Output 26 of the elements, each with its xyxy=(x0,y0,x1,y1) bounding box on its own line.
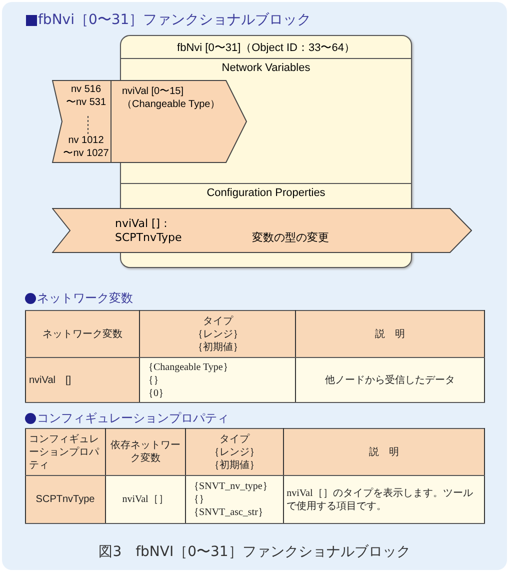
arrow-label: 変数の型の変更 xyxy=(252,231,330,245)
table-cell: nviVal［］のタイプを表示します。ツールで使用する項目です。 xyxy=(283,476,484,524)
arrow-label: nviVal [] : SCPTnvType xyxy=(115,217,183,245)
figure-caption: 図3 fbNVI［0〜31］ファンクショナルブロック xyxy=(98,543,412,561)
table-header-cell: タイプ｛レンジ｝｛初期値｝ xyxy=(140,310,296,358)
section-heading: Configuration Properties xyxy=(206,187,326,199)
section-heading: Network Variables xyxy=(220,62,312,74)
table-header-cell: コンフィギュレーションプロパティ xyxy=(26,428,106,476)
block-title: fbNvi [0〜31]（Object ID：33〜64） xyxy=(176,41,356,55)
section-title: ネットワーク変数 xyxy=(37,290,133,307)
diagram-title: fbNvi［0〜31］ファンクショナルブロック xyxy=(38,11,312,29)
table-cell: nviVal [] xyxy=(26,358,140,402)
table-header-cell: 説 明 xyxy=(296,310,484,358)
table-cell: ｛SNVT_nv_type｝｛｝｛SNVT_asc_str｝ xyxy=(186,476,284,524)
arrow-label: nviVal [0〜15] （Changeable Type） xyxy=(122,85,222,111)
table-header-cell: 依存ネットワーク変数 xyxy=(105,428,186,476)
table-cell: nviVal［］ xyxy=(105,476,186,524)
table-cell: SCPTnvType xyxy=(26,476,106,524)
table-header-cell: ネットワーク変数 xyxy=(26,310,140,358)
section-title: コンフィギュレーションプロパティ xyxy=(37,410,229,427)
arrow-label: nv 516 〜nv 531 xyxy=(64,83,108,109)
table-header-cell: タイプ｛レンジ｝｛初期値｝ xyxy=(186,428,284,476)
table-header-cell: 説 明 xyxy=(283,428,484,476)
arrow-label: nv 1012 〜nv 1027 xyxy=(62,134,110,160)
table-cell: 他ノードから受信したデータ xyxy=(296,358,484,402)
table-cell: ｛Changeable Type｝｛｝｛0｝ xyxy=(140,358,296,402)
